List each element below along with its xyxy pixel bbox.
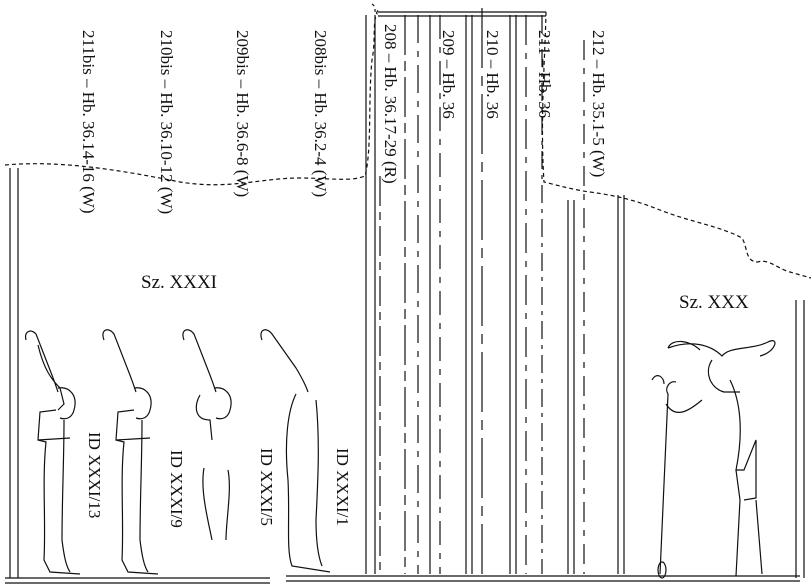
column-label-211bis: 211bis – Hb. 36.14-16 (W) [79, 30, 98, 214]
figure-id-5: ID XXXI/5 [257, 448, 276, 526]
top-frame [371, 3, 546, 17]
scene-label-left: Sz. XXXI [141, 272, 217, 293]
ram-headed-god-with-staff [651, 340, 776, 579]
column-label-212: 212 – Hb. 35.1-5 (W) [589, 30, 608, 178]
column-label-210bis: 210bis – Hb. 36.10-12 (W) [157, 30, 176, 215]
crowned-deity-4 [260, 329, 331, 573]
column-label-209: 209 – Hb. 36 [439, 30, 458, 119]
figure-id-1: ID XXXI/1 [333, 448, 352, 526]
crowned-deity-2 [102, 329, 159, 575]
column-label-210: 210 – Hb. 36 [483, 30, 502, 119]
figure-id-13: ID XXXI/13 [85, 432, 104, 519]
right-wall-edge [795, 300, 805, 578]
left-wall-edge [9, 168, 19, 578]
break-edge-line [4, 9, 811, 279]
crowned-deity-1 [25, 330, 81, 575]
column-label-208bis: 208bis – Hb. 36.2-4 (W) [311, 30, 330, 198]
column-label-209bis: 209bis – Hb. 36.6-8 (W) [233, 30, 252, 198]
column-label-208: 208 – Hb. 36.17-29 (R) [381, 24, 400, 184]
scene-label-right: Sz. XXX [679, 292, 749, 313]
ground-line [5, 575, 800, 584]
crowned-deity-3 [182, 329, 232, 541]
column-dividers [365, 8, 625, 574]
column-label-211: 211 – Hb. 36 [535, 30, 554, 119]
figure-id-9: ID XXXI/9 [167, 450, 186, 528]
